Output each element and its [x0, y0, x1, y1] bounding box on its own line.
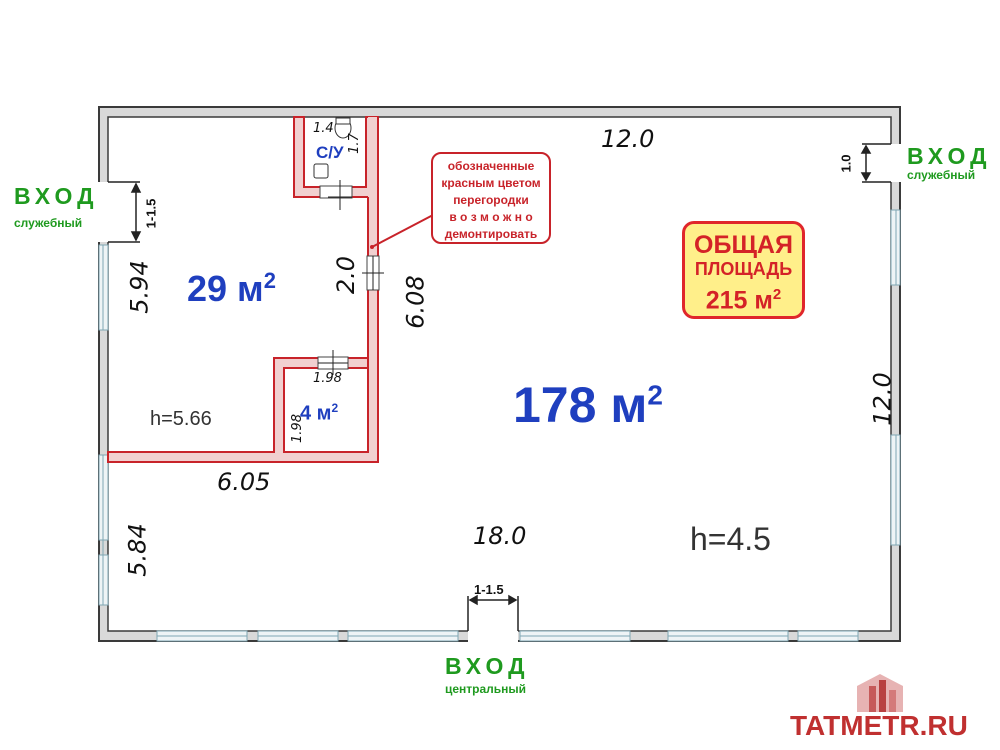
area-room-upper-left: 29 м2 — [187, 270, 276, 307]
note-leader-line — [371, 214, 434, 248]
door-right-gap — [889, 144, 902, 182]
area-room-small-exp: 2 — [331, 401, 339, 415]
area-main-hall-exp: 2 — [647, 379, 663, 411]
height-main-hall: h=4.5 — [690, 521, 771, 557]
dim-left-upper: 5.94 — [125, 260, 154, 314]
dim-wc-width: 1.4 — [313, 121, 334, 136]
note-line-1: обозначенные — [447, 159, 535, 173]
total-area-value: 215 м — [705, 286, 773, 315]
partition-small-room-inner — [283, 367, 369, 453]
entrance-right-subtitle: служебный — [907, 168, 976, 182]
note-line-4: в о з м о ж н о — [449, 210, 533, 224]
total-area-line1: ОБЩАЯ — [694, 231, 793, 259]
total-area-exp: 2 — [772, 286, 782, 303]
door-bottom-gap — [468, 629, 518, 643]
entrance-right-title: ВХОД — [907, 143, 992, 169]
partition-note: обозначенные красным цветом перегородки … — [431, 152, 551, 244]
dim-wc-height: 1.7 — [346, 133, 362, 154]
area-room-small-value: 4 м — [300, 402, 332, 425]
door-left-width: 1-1.5 — [143, 198, 159, 229]
dim-lower-left: 5.84 — [123, 523, 152, 577]
entrance-bottom-subtitle: центральный — [445, 682, 527, 696]
dim-right: 12.0 — [868, 372, 897, 426]
entrance-bottom-title: ВХОД — [445, 653, 530, 679]
door-gaps — [97, 144, 902, 643]
dim-room-width: 6.05 — [217, 468, 271, 496]
area-room-upper-left-value: 29 м — [187, 268, 264, 309]
dim-small-room-width: 1.98 — [313, 371, 342, 386]
door-right-width: 1.0 — [838, 154, 854, 173]
brand-logo-icon — [857, 674, 903, 712]
door-bottom-width: 1-1.5 — [474, 582, 504, 597]
note-line-3: перегородки — [453, 193, 529, 207]
entrance-left-subtitle: служебный — [14, 216, 83, 230]
wc-label: С/У — [316, 143, 344, 162]
entrance-left-title: ВХОД — [14, 183, 99, 209]
note-line-2: красным цветом — [441, 176, 541, 190]
dim-bottom: 18.0 — [473, 522, 527, 550]
dim-partition-full: 6.08 — [401, 275, 430, 329]
door-left-gap — [97, 182, 110, 242]
brand-watermark: TATMETR.RU — [790, 710, 968, 741]
area-room-small: 4 м2 — [300, 402, 338, 424]
total-area-line3: 215 м2 — [685, 280, 802, 315]
toilet-icon — [313, 117, 352, 179]
dim-top-right: 12.0 — [601, 125, 655, 153]
note-line-5: демонтировать — [444, 227, 538, 241]
height-left-room: h=5.66 — [150, 408, 212, 430]
total-area-line2: ПЛОЩАДЬ — [694, 259, 793, 279]
total-area-badge: ОБЩАЯ ПЛОЩАДЬ 215 м2 — [682, 221, 805, 319]
area-main-hall: 178 м2 — [513, 380, 663, 430]
area-room-upper-left-exp: 2 — [263, 268, 276, 293]
dim-partition: 2.0 — [332, 255, 361, 295]
area-main-hall-value: 178 м — [513, 377, 648, 433]
